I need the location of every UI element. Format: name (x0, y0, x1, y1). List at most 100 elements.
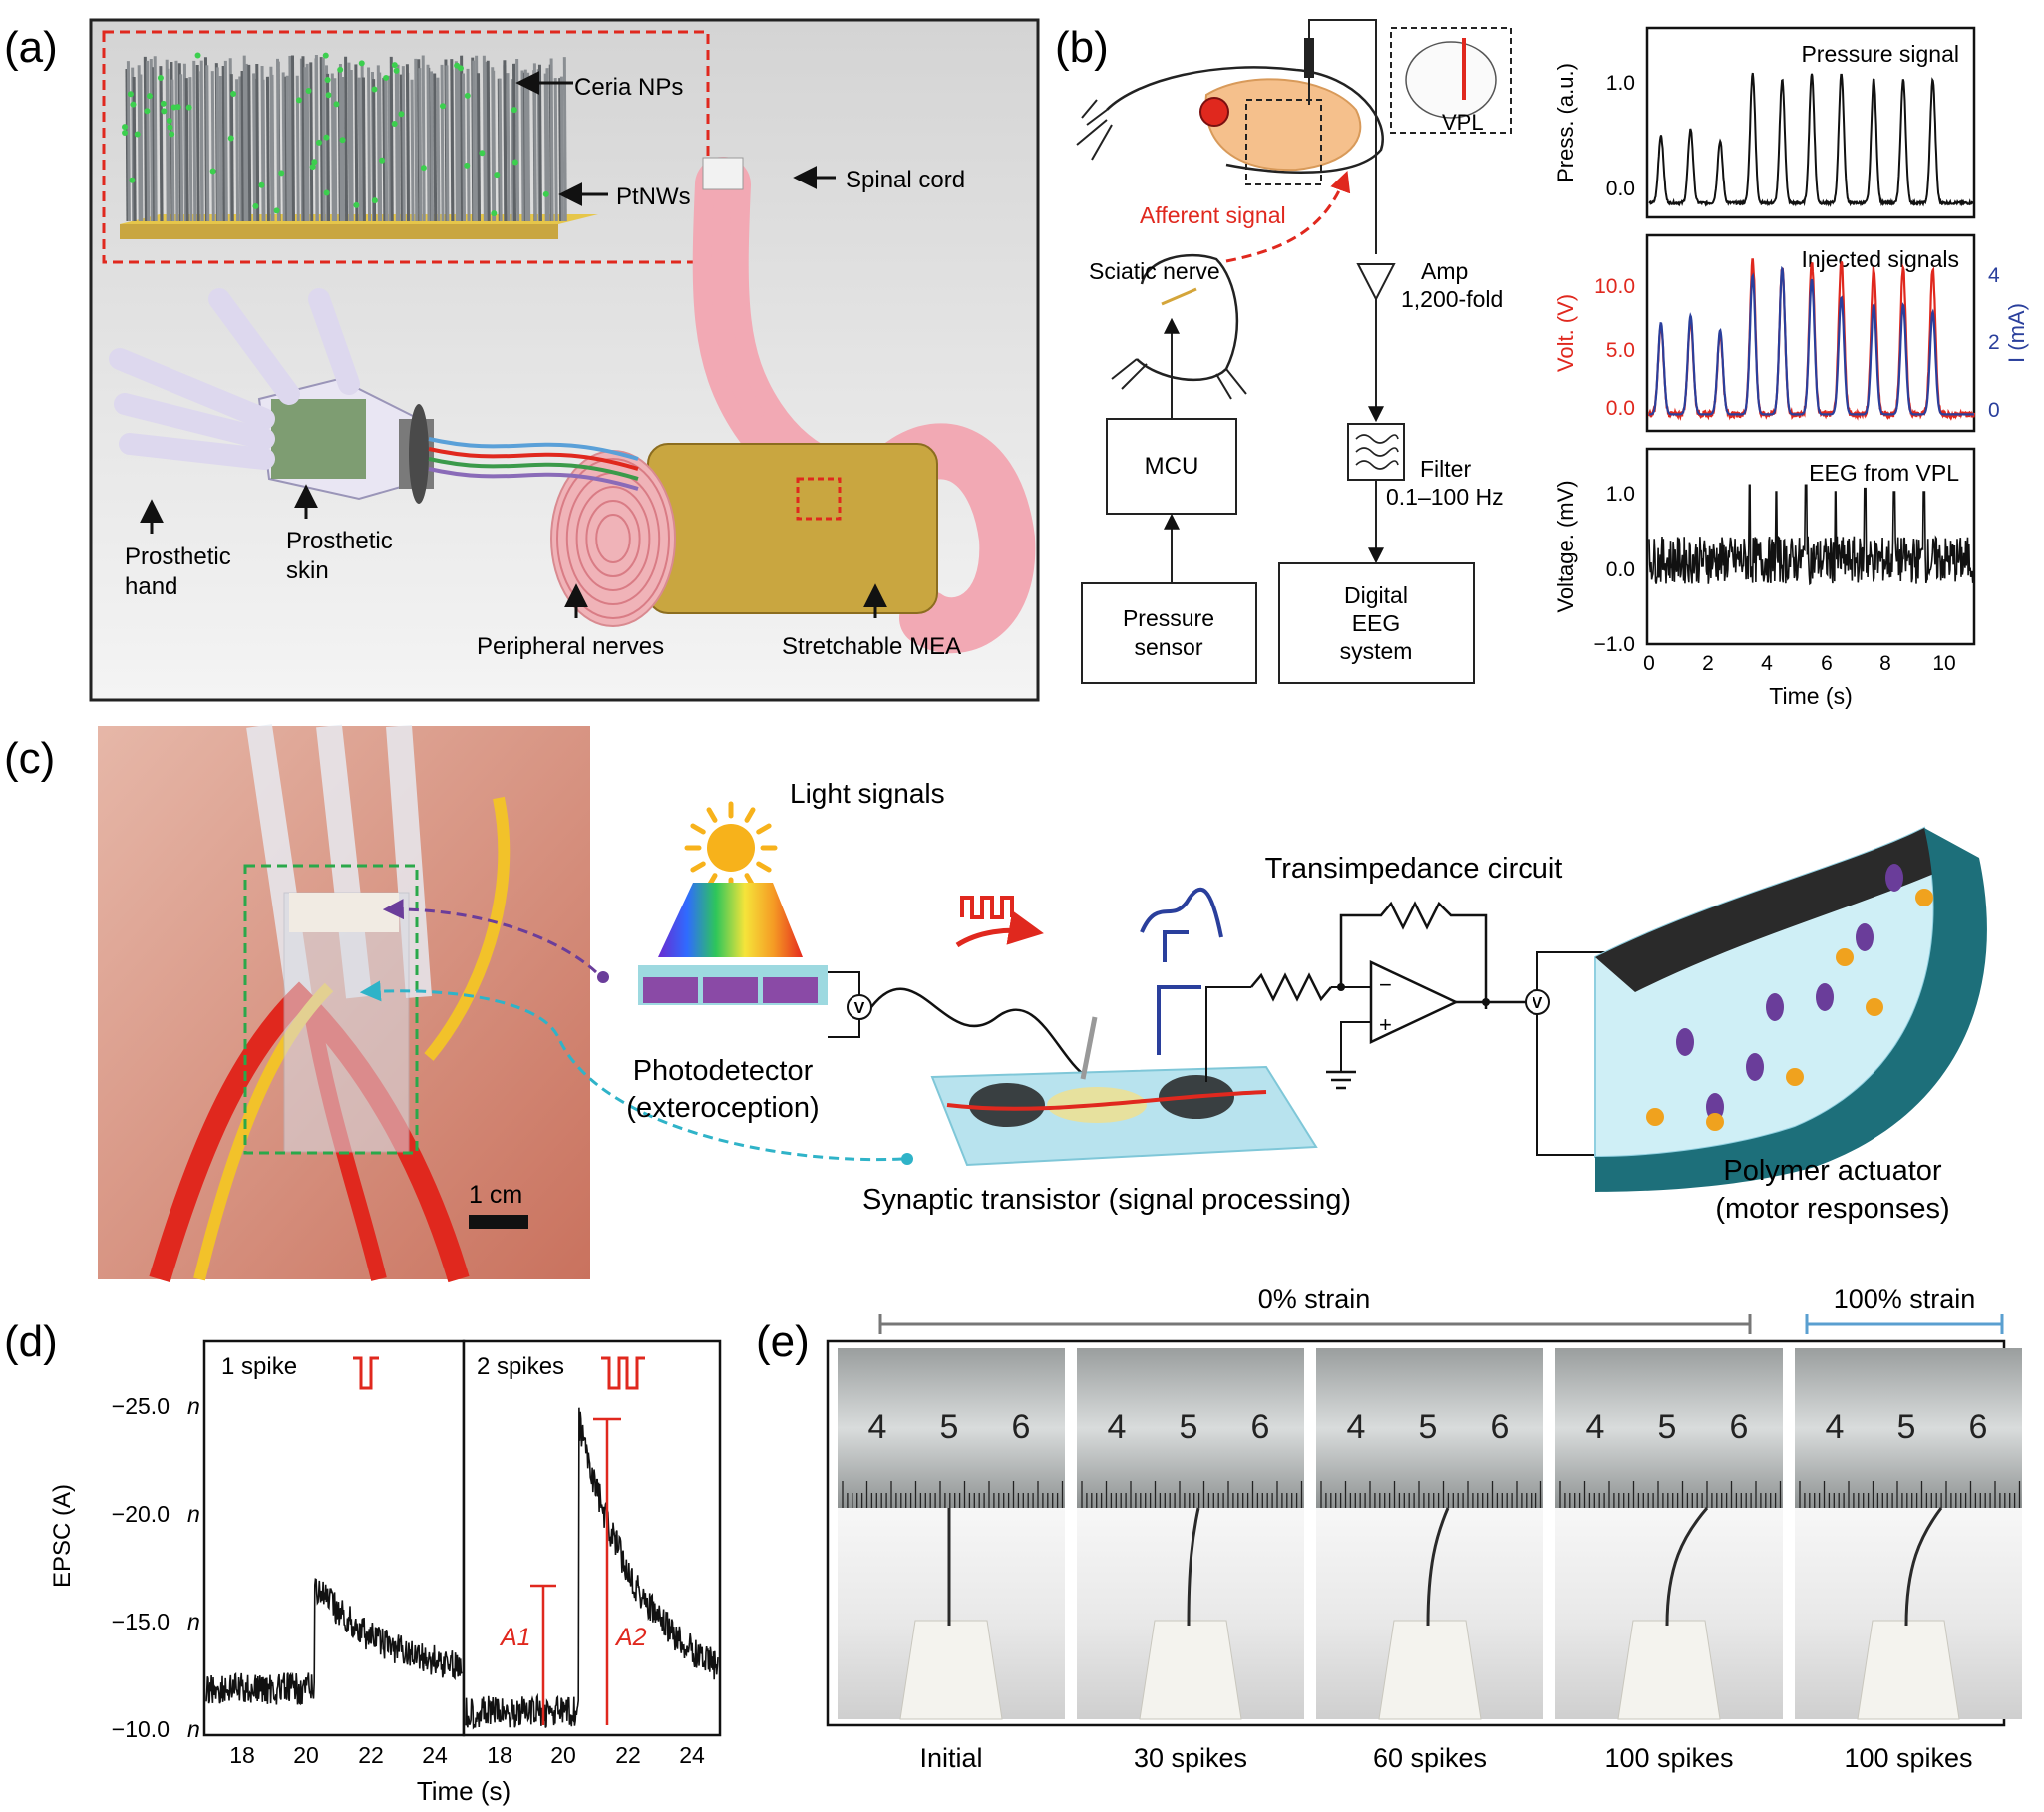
current-series-line (1649, 265, 1974, 416)
actuator-clamp (1139, 1620, 1242, 1720)
d-yunit-15: n (187, 1609, 200, 1634)
actuator-strip (1904, 1507, 1943, 1627)
actuator-clamp (1617, 1620, 1721, 1720)
afferent-label: Afferent signal (1140, 202, 1286, 228)
eeg-label-line3: system (1340, 638, 1413, 664)
voltmeter-symbol: V (854, 1000, 865, 1017)
ruler-number: 5 (1658, 1408, 1677, 1446)
ruler-number: 4 (1586, 1408, 1605, 1446)
eeg-system-box (1278, 562, 1475, 684)
ceria-nanoparticles (122, 52, 549, 217)
d-right-series-line (465, 1407, 719, 1730)
ruler-number: 5 (1897, 1408, 1916, 1446)
eeg-tick-neg1: −1.0 (1594, 633, 1635, 656)
device-zoom-box (243, 864, 419, 1155)
afferent-signal-arrow (1225, 171, 1351, 263)
filter-symbol (1347, 423, 1405, 481)
d-xtick-right-24: 24 (679, 1742, 705, 1768)
strain-100-label: 100% strain (1834, 1284, 1976, 1314)
rat-schematic: VPL (1076, 27, 1512, 400)
actuator-clamp (1857, 1620, 1960, 1720)
sun-icon (684, 801, 778, 895)
callout-skin-line2: skin (286, 557, 329, 584)
eeg-xtick-2: 2 (1702, 652, 1714, 675)
a1-label: A1 (499, 1624, 531, 1651)
b-xlabel: Time (s) (1769, 683, 1852, 709)
synaptic-label: Synaptic transistor (signal processing) (862, 1184, 1351, 1216)
implanted-device (283, 892, 410, 1153)
op-amp-symbol (1369, 960, 1459, 1044)
d-yunit-20: n (187, 1501, 200, 1527)
actuator-label-line1: Polymer actuator (1723, 1155, 1942, 1187)
d-left-series-line (205, 1578, 463, 1706)
mcu-box (1106, 418, 1237, 515)
d-yunit-25: n (187, 1393, 200, 1419)
svg-text:−: − (1379, 972, 1392, 997)
frame-caption: Initial (919, 1743, 982, 1773)
d-right-axes (462, 1339, 722, 1737)
callout-skin-line1: Prosthetic (286, 528, 393, 554)
ground-symbol (1326, 1070, 1356, 1090)
eeg-xtick-8: 8 (1879, 652, 1891, 675)
pressure-series-line (1648, 72, 1975, 207)
stretchable-mea (648, 444, 937, 613)
eeg-xtick-6: 6 (1821, 652, 1833, 675)
ruler-number: 5 (1419, 1408, 1438, 1446)
injected-rtick-2: 2 (1988, 331, 2000, 354)
eeg-series-line (1648, 484, 1975, 586)
d-ylabel: EPSC (A) (49, 1484, 76, 1588)
amp-label-line2: 1,200-fold (1401, 286, 1503, 312)
d-xtick-right-20: 20 (550, 1742, 576, 1768)
signal-wire (870, 987, 1088, 1079)
callout-hand-line1: Prosthetic (125, 544, 231, 570)
epsc-icon (1163, 930, 1189, 962)
injected-ylabel-left: Volt. (V) (1553, 294, 1578, 372)
ruler-photo (1077, 1348, 1304, 1508)
scale-bar-label: 1 cm (469, 1181, 522, 1209)
eeg-chart-title: EEG from VPL (1809, 460, 1959, 486)
d-xtick-left-20: 20 (293, 1742, 319, 1768)
eeg-label-line2: EEG (1352, 610, 1401, 636)
eeg-chart-ylabel: Voltage. (mV) (1553, 480, 1578, 612)
ruler-number: 4 (868, 1408, 887, 1446)
pressure-tick-0: 0.0 (1606, 178, 1635, 200)
photodetector-label-line1: Photodetector (633, 1055, 814, 1087)
exteroception-link (382, 899, 598, 974)
panel-b-label: (b) (1055, 23, 1109, 72)
d-ytick-10: −10.0 (112, 1716, 170, 1742)
spike-train-icon (960, 896, 1014, 919)
prosthetic-hand (109, 288, 434, 504)
ruler-number: 6 (1012, 1408, 1031, 1446)
panel-e-label: (e) (756, 1317, 810, 1366)
ruler-number: 4 (1347, 1408, 1366, 1446)
d-left-axes (202, 1339, 466, 1737)
mea-zoom-box (796, 477, 842, 521)
light-spectrum (658, 883, 803, 957)
vpl-label: VPL (1442, 110, 1484, 135)
actuator-clamp (1378, 1620, 1482, 1720)
sciatic-label: Sciatic nerve (1089, 258, 1220, 284)
amp-symbol (1356, 263, 1396, 302)
ruler-photo (1795, 1348, 2022, 1508)
d-yunit-10: n (187, 1716, 200, 1742)
d-xtick-left-24: 24 (422, 1742, 448, 1768)
mcu-label: MCU (1145, 453, 1199, 480)
scale-bar (469, 1215, 528, 1229)
ruler-photo (1316, 1348, 1543, 1508)
sensor-label-line1: Pressure (1123, 605, 1214, 631)
panel-c-label: (c) (4, 734, 55, 783)
ruler-number: 6 (1969, 1408, 1988, 1446)
lead-wires (428, 437, 639, 461)
ruler-number: 6 (1251, 1408, 1270, 1446)
d-xtick-left-18: 18 (229, 1742, 255, 1768)
a2-label: A2 (614, 1624, 647, 1651)
d-ytick-20: −20.0 (112, 1501, 170, 1527)
eeg-tick-1: 1.0 (1606, 483, 1635, 506)
d-xtick-right-22: 22 (615, 1742, 641, 1768)
injected-rtick-4: 4 (1988, 264, 2000, 287)
panel-a-label: (a) (4, 23, 58, 72)
injected-tick-5: 5.0 (1606, 339, 1635, 362)
